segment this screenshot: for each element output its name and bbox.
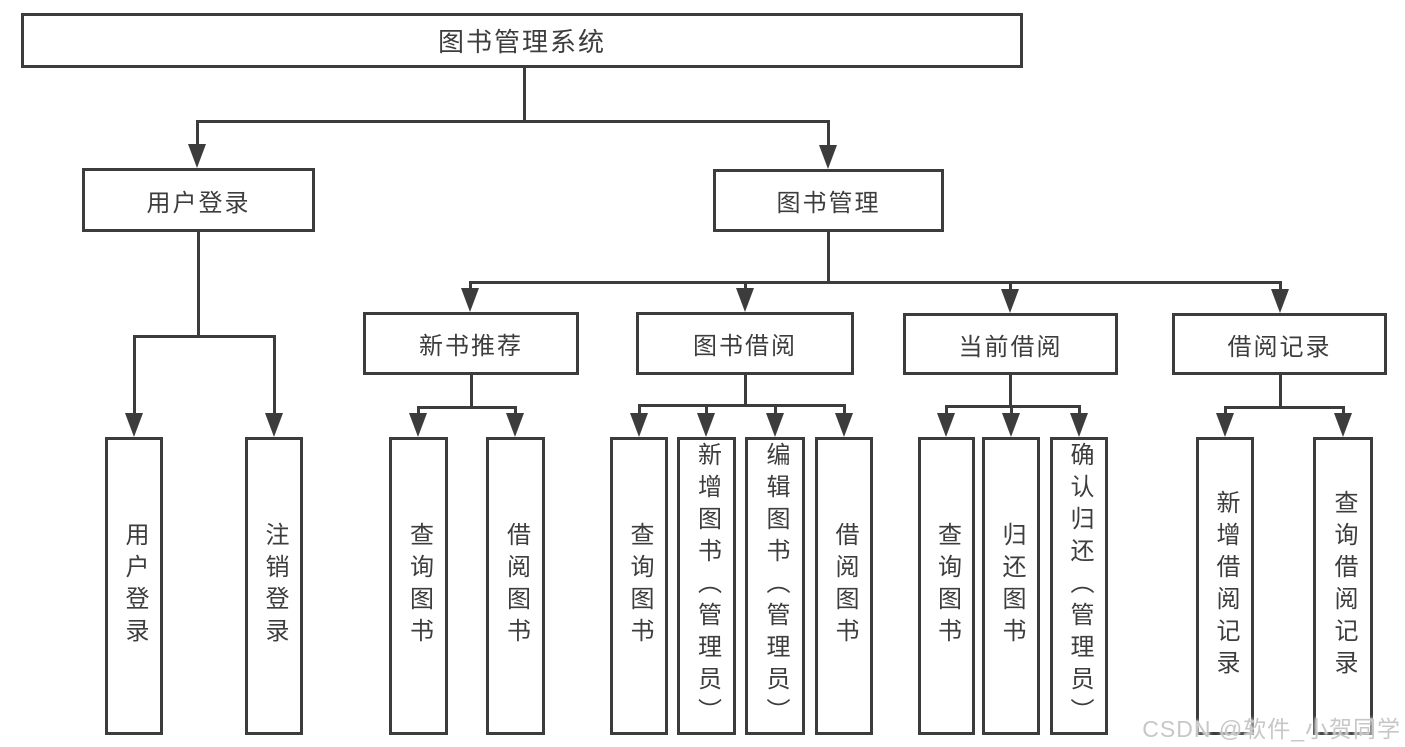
leaf-logout: 注销登录 — [245, 437, 303, 735]
connector-line — [827, 120, 830, 149]
connector-line — [1342, 406, 1345, 417]
connector-line — [638, 404, 846, 407]
connector-line — [1009, 374, 1012, 407]
node-book-borrow: 图书借阅 — [636, 312, 854, 375]
arrowhead-icon — [835, 413, 853, 437]
connector-line — [638, 404, 641, 417]
leaf-add-borrow-record: 新增借阅记录 — [1196, 437, 1254, 735]
arrowhead-icon — [736, 288, 754, 312]
leaf-confirm-return-admin: 确认归还（管理员） — [1050, 437, 1108, 735]
node-current-borrow: 当前借阅 — [903, 313, 1118, 375]
connector-line — [197, 232, 200, 338]
node-borrow-record: 借阅记录 — [1172, 313, 1387, 375]
node-root: 图书管理系统 — [21, 13, 1023, 68]
arrowhead-icon — [630, 413, 648, 437]
connector-line — [945, 405, 1081, 408]
arrowhead-icon — [506, 413, 524, 437]
leaf-query-borrow-record: 查询借阅记录 — [1313, 437, 1373, 735]
connector-line — [827, 232, 830, 284]
arrowhead-icon — [461, 288, 479, 312]
connector-line — [417, 406, 420, 417]
connector-line — [133, 335, 275, 338]
leaf-query-book-recommend: 查询图书 — [389, 437, 448, 735]
connector-line — [273, 335, 276, 417]
leaf-add-book-admin: 新增图书（管理员） — [677, 437, 736, 735]
connector-line — [1279, 375, 1282, 408]
arrowhead-icon — [125, 413, 143, 437]
node-new-book-recommend: 新书推荐 — [363, 312, 579, 375]
arrowhead-icon — [1334, 413, 1352, 437]
connector-line — [133, 335, 136, 417]
csdn-watermark: CSDN @软件_小贺同学 — [1142, 716, 1401, 742]
arrowhead-icon — [265, 413, 283, 437]
connector-line — [1224, 406, 1227, 417]
node-user-login: 用户登录 — [82, 168, 315, 232]
leaf-query-book-borrow: 查询图书 — [610, 437, 668, 735]
arrowhead-icon — [188, 144, 206, 168]
connector-line — [843, 404, 846, 417]
connector-line — [1009, 281, 1012, 291]
arrowhead-icon — [1002, 413, 1020, 437]
connector-line — [774, 404, 777, 417]
connector-line — [417, 406, 517, 409]
arrowhead-icon — [819, 145, 837, 169]
leaf-borrow-book: 借阅图书 — [815, 437, 873, 735]
connector-line — [470, 375, 473, 408]
arrowhead-icon — [766, 413, 784, 437]
connector-line — [744, 375, 747, 406]
arrowhead-icon — [697, 413, 715, 437]
connector-line — [469, 281, 472, 291]
connector-line — [196, 120, 199, 148]
connector-line — [523, 68, 526, 121]
leaf-borrow-book-recommend: 借阅图书 — [486, 437, 545, 735]
leaf-query-book-current: 查询图书 — [918, 437, 975, 735]
connector-line — [1010, 405, 1013, 417]
leaf-edit-book-admin: 编辑图书（管理员） — [745, 437, 805, 735]
connector-line — [945, 405, 948, 417]
arrowhead-icon — [409, 413, 427, 437]
connector-line — [705, 404, 708, 417]
arrowhead-icon — [937, 413, 955, 437]
connector-line — [744, 281, 747, 291]
leaf-user-login: 用户登录 — [105, 437, 163, 735]
connector-line — [469, 281, 1281, 284]
node-book-management: 图书管理 — [713, 169, 944, 232]
connector-line — [1279, 281, 1282, 291]
connector-line — [196, 120, 829, 123]
connector-line — [1078, 405, 1081, 417]
leaf-return-book: 归还图书 — [982, 437, 1040, 735]
arrowhead-icon — [1216, 413, 1234, 437]
connector-line — [1224, 406, 1344, 409]
connector-line — [514, 406, 517, 417]
arrowhead-icon — [1070, 413, 1088, 437]
arrowhead-icon — [1271, 289, 1289, 313]
arrowhead-icon — [1001, 289, 1019, 313]
